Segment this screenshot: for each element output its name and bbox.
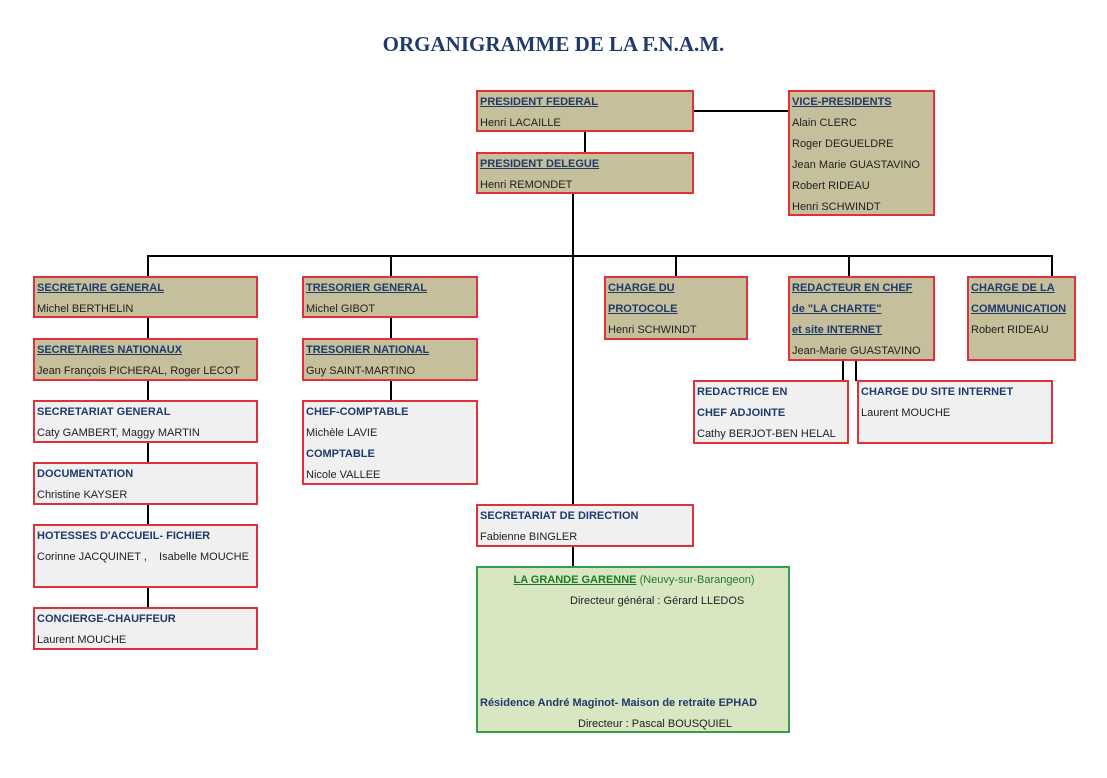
- box-secretaire-general: SECRETAIRE GENERAL Michel BERTHELIN: [33, 276, 258, 318]
- box-vice-presidents: VICE-PRESIDENTS Alain CLERC Roger DEGUEL…: [788, 90, 935, 216]
- role-label: PRESIDENT FEDERAL: [480, 96, 598, 108]
- role-label: CHEF-COMPTABLE: [306, 406, 409, 418]
- garenne-header: LA GRANDE GARENNE (Neuvy-sur-Barangeon): [480, 573, 788, 594]
- connector-redacteur-left: [842, 359, 844, 381]
- box-tresorier-general: TRESORIER GENERAL Michel GIBOT: [302, 276, 478, 318]
- role-label: COMPTABLE: [306, 448, 375, 460]
- person-name: Jean François PICHERAL, Roger LECOT: [37, 365, 240, 377]
- connector-left-chain-4: [147, 504, 149, 525]
- connector-left-chain-5: [147, 587, 149, 608]
- connector-tres-chain-2: [390, 380, 392, 401]
- role-label: CONCIERGE-CHAUFFEUR: [37, 613, 176, 625]
- connector-horizontal-bus: [147, 255, 1053, 257]
- garenne-location: (Neuvy-sur-Barangeon): [639, 574, 755, 586]
- person-name: Christine KAYSER: [37, 489, 128, 501]
- role-label: SECRETAIRE GENERAL: [37, 282, 164, 294]
- connector-left-chain-3: [147, 442, 149, 463]
- person-name: Michel GIBOT: [306, 303, 376, 315]
- box-hotesses-accueil: HOTESSES D'ACCUEIL- FICHIER Corinne JACQ…: [33, 524, 258, 588]
- connector-secdir-garenne: [572, 546, 574, 567]
- person-name: Henri LACAILLE: [480, 117, 561, 129]
- role-label: CHARGE DU SITE INTERNET: [861, 386, 1014, 398]
- person-name: Laurent MOUCHE: [861, 407, 951, 419]
- page-title: ORGANIGRAMME DE LA F.N.A.M.: [382, 32, 725, 56]
- box-secretaires-nationaux: SECRETAIRES NATIONAUX Jean François PICH…: [33, 338, 258, 381]
- connector-redacteur-right: [855, 359, 857, 381]
- box-secretariat-direction: SECRETARIAT DE DIRECTION Fabienne BINGLE…: [476, 504, 694, 547]
- person-name: Corinne JACQUINET , Isabelle MOUCHE: [37, 551, 249, 563]
- person-name: Cathy BERJOT-BEN HELAL: [697, 428, 836, 440]
- garenne-director: Directeur général : Gérard LLEDOS: [570, 595, 745, 607]
- box-tresorier-national: TRESORIER NATIONAL Guy SAINT-MARTINO: [302, 338, 478, 381]
- role-label: COMMUNICATION: [971, 303, 1067, 315]
- box-comptabilite: CHEF-COMPTABLE Michèle LAVIE COMPTABLE N…: [302, 400, 478, 485]
- box-redacteur-en-chef: REDACTEUR EN CHEF de "LA CHARTE" et site…: [788, 276, 935, 361]
- role-label: DOCUMENTATION: [37, 468, 134, 480]
- role-label: CHEF ADJOINTE: [697, 407, 786, 419]
- person-name: Henri SCHWINDT: [608, 324, 697, 336]
- box-redactrice-adjointe: REDACTRICE EN CHEF ADJOINTE Cathy BERJOT…: [693, 380, 849, 444]
- box-secretariat-general: SECRETARIAT GENERAL Caty GAMBERT, Maggy …: [33, 400, 258, 443]
- residence-label: Résidence André Maginot- Maison de retra…: [480, 697, 758, 709]
- role-label: CHARGE DU: [608, 282, 675, 294]
- box-charge-site-internet: CHARGE DU SITE INTERNET Laurent MOUCHE: [857, 380, 1053, 444]
- person-name: Caty GAMBERT, Maggy MARTIN: [37, 427, 200, 439]
- person-name: Robert RIDEAU: [971, 324, 1049, 336]
- box-charge-communication: CHARGE DE LA COMMUNICATION Robert RIDEAU: [967, 276, 1076, 361]
- role-label: PROTOCOLE: [608, 303, 678, 315]
- role-label: HOTESSES D'ACCUEIL- FICHIER: [37, 530, 211, 542]
- connector-drop-communication: [1051, 255, 1053, 277]
- role-label: TRESORIER GENERAL: [306, 282, 428, 294]
- connector-drop-redacteur: [848, 255, 850, 277]
- person-name: Nicole VALLEE: [306, 469, 381, 481]
- person-name: Jean-Marie GUASTAVINO: [792, 345, 921, 357]
- role-label: PRESIDENT DELEGUE: [480, 158, 600, 170]
- role-label: CHARGE DE LA: [971, 282, 1055, 294]
- connector-president-delegue: [584, 131, 586, 153]
- person-name: Michel BERTHELIN: [37, 303, 134, 315]
- box-documentation: DOCUMENTATION Christine KAYSER: [33, 462, 258, 505]
- role-label: SECRETARIAT DE DIRECTION: [480, 510, 639, 522]
- role-label: et site INTERNET: [792, 324, 882, 336]
- role-label: REDACTRICE EN: [697, 386, 788, 398]
- connector-left-chain-2: [147, 380, 149, 401]
- box-charge-protocole: CHARGE DU PROTOCOLE Henri SCHWINDT: [604, 276, 748, 340]
- connector-tres-chain-1: [390, 317, 392, 339]
- box-president-federal: PRESIDENT FEDERAL Henri LACAILLE: [476, 90, 694, 132]
- garenne-name: LA GRANDE GARENNE: [513, 574, 637, 586]
- residence-director: Directeur : Pascal BOUSQUIEL: [578, 718, 733, 730]
- role-label: REDACTEUR EN CHEF: [792, 282, 913, 294]
- person-name: Jean Marie GUASTAVINO: [792, 159, 920, 171]
- connector-trunk: [572, 193, 574, 505]
- role-label: de "LA CHARTE": [792, 303, 882, 315]
- person-name: Alain CLERC: [792, 117, 857, 129]
- connector-drop-protocole: [675, 255, 677, 277]
- person-name: Fabienne BINGLER: [480, 531, 578, 543]
- person-name: Roger DEGUELDRE: [792, 138, 894, 150]
- person-name: Henri SCHWINDT: [792, 201, 881, 213]
- person-name: Michèle LAVIE: [306, 427, 378, 439]
- person-name: Guy SAINT-MARTINO: [306, 365, 416, 377]
- box-president-delegue: PRESIDENT DELEGUE Henri REMONDET: [476, 152, 694, 194]
- person-name: Henri REMONDET: [480, 179, 573, 191]
- box-la-grande-garenne: LA GRANDE GARENNE (Neuvy-sur-Barangeon) …: [476, 566, 790, 733]
- role-label: VICE-PRESIDENTS: [792, 96, 892, 108]
- role-label: SECRETAIRES NATIONAUX: [37, 344, 183, 356]
- person-name: Robert RIDEAU: [792, 180, 870, 192]
- connector-drop-sec-gen: [147, 255, 149, 277]
- connector-left-chain-1: [147, 317, 149, 339]
- connector-president-vice: [693, 110, 790, 112]
- person-name: Laurent MOUCHE: [37, 634, 127, 646]
- box-concierge-chauffeur: CONCIERGE-CHAUFFEUR Laurent MOUCHE: [33, 607, 258, 650]
- role-label: SECRETARIAT GENERAL: [37, 406, 171, 418]
- role-label: TRESORIER NATIONAL: [306, 344, 430, 356]
- connector-drop-tres-gen: [390, 255, 392, 277]
